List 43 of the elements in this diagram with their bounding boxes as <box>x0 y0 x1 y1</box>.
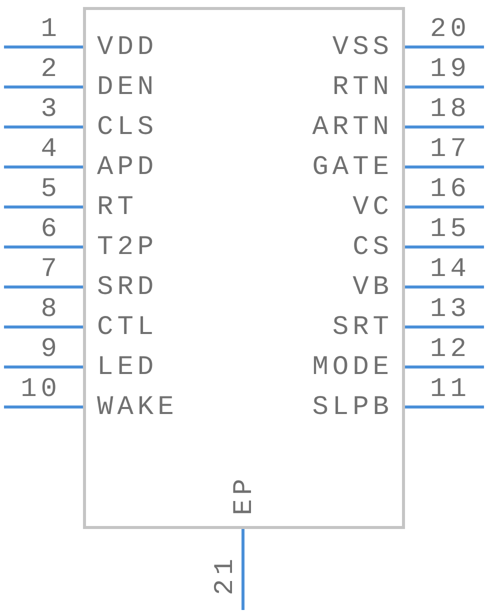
pin-number: 6 <box>40 215 61 245</box>
pin-name: APD <box>97 153 158 183</box>
pin-number: 10 <box>20 375 61 405</box>
pin-name: LED <box>97 353 158 383</box>
pin-number: 13 <box>430 295 470 325</box>
pin-number: 17 <box>430 135 470 165</box>
pin-name: VSS <box>332 33 393 63</box>
pin-number: 2 <box>40 55 61 85</box>
pin-name: CTL <box>97 313 158 343</box>
pin-name: SRD <box>97 273 158 303</box>
pin-number: 5 <box>40 175 61 205</box>
pin-number: 20 <box>430 15 470 45</box>
chip-body <box>83 7 405 529</box>
pin-number: 1 <box>40 15 61 45</box>
pin-name: RT <box>97 193 138 223</box>
pin-name: GATE <box>312 153 393 183</box>
pin-name: SLPB <box>312 393 393 423</box>
pin-number: 15 <box>430 215 470 245</box>
pin-name: VB <box>352 273 393 303</box>
pin-name: EP <box>230 474 260 516</box>
pin-number: 3 <box>40 95 61 125</box>
pin-name: VC <box>352 193 393 223</box>
pin-number: 8 <box>40 295 61 325</box>
pin-name: DEN <box>97 73 158 103</box>
pin-name: MODE <box>312 353 393 383</box>
pin-number: 21 <box>211 554 241 596</box>
pin-name: WAKE <box>97 393 178 423</box>
pin-name: ARTN <box>312 113 393 143</box>
pin-number: 19 <box>430 55 470 85</box>
pin-number: 4 <box>40 135 61 165</box>
pin-number: 11 <box>430 375 470 405</box>
pin-number: 18 <box>430 95 470 125</box>
pin-number: 14 <box>430 255 470 285</box>
pin-name: RTN <box>332 73 393 103</box>
pin-number: 16 <box>430 175 470 205</box>
pin-name: VDD <box>97 33 158 63</box>
pin-name: CS <box>352 233 393 263</box>
pin-name: T2P <box>97 233 158 263</box>
pin-number: 9 <box>40 335 61 365</box>
pin-name: CLS <box>97 113 158 143</box>
pin-number: 12 <box>430 335 470 365</box>
pin-name: SRT <box>332 313 393 343</box>
pin-number: 7 <box>40 255 61 285</box>
